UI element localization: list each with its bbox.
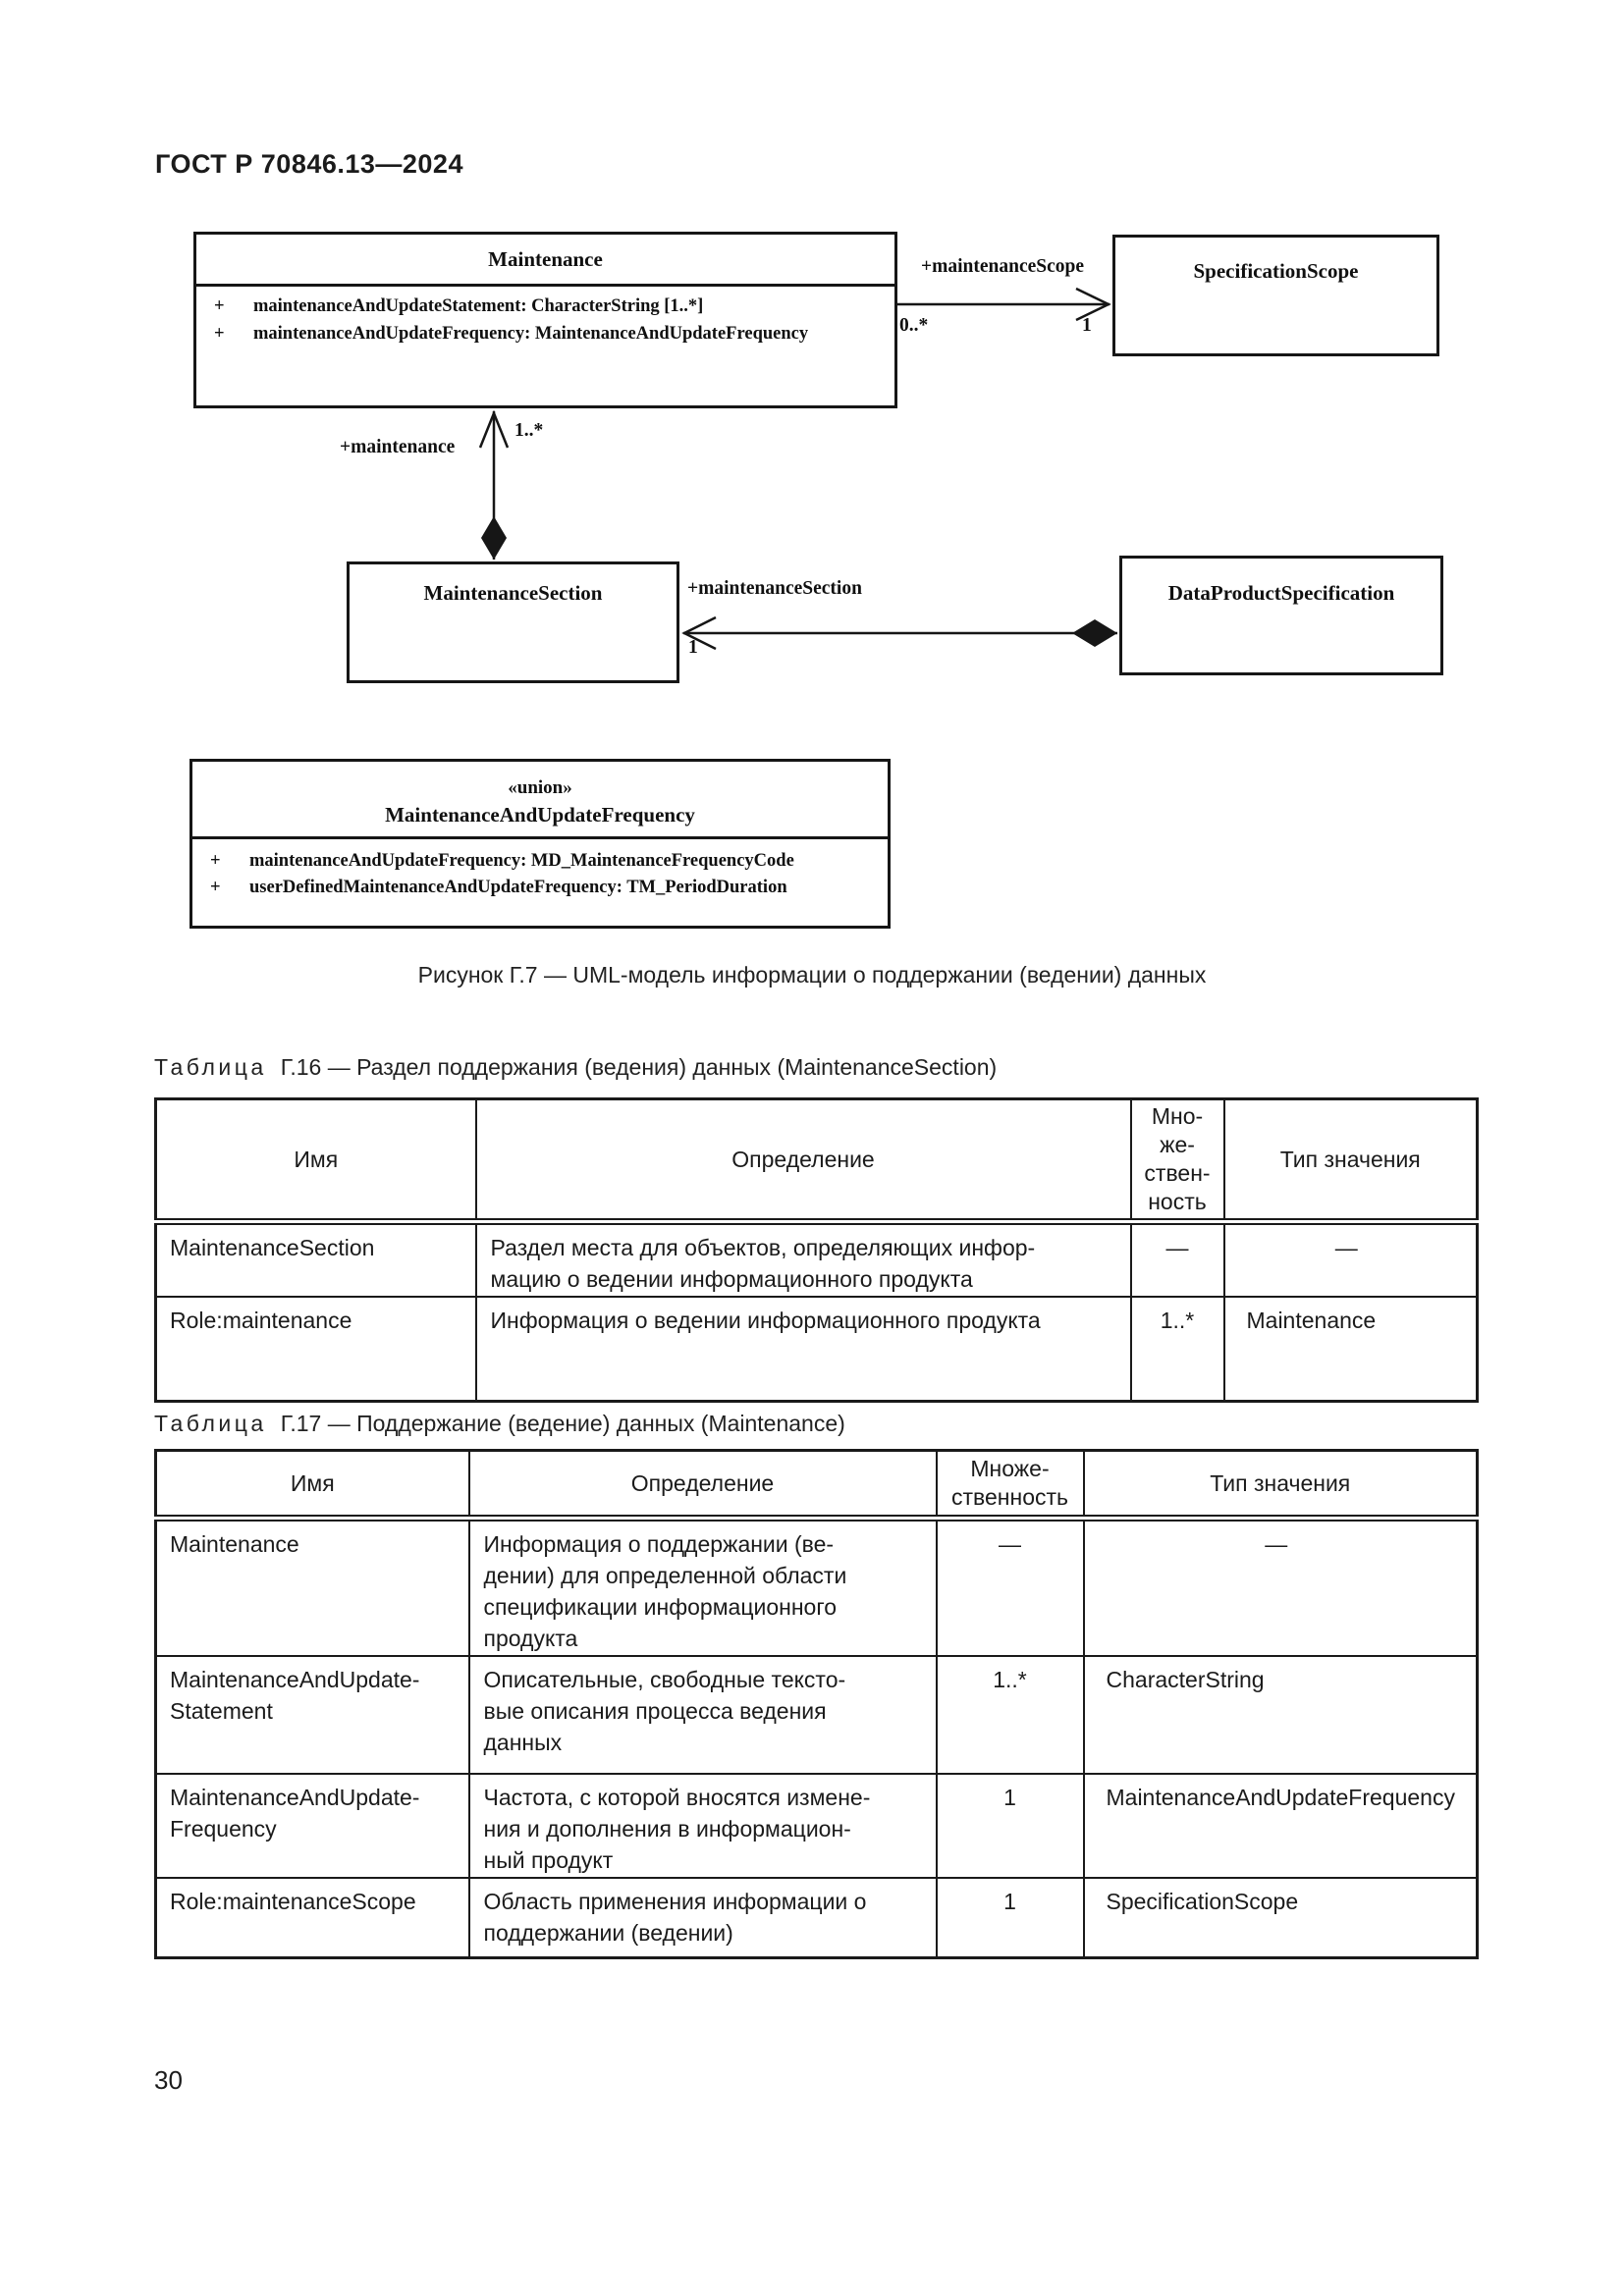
cell-definition: Частота, с которой вносятся измене- ния … [467,1773,938,1879]
multiplicity-label-target: 1 [1082,315,1092,336]
table-caption-text: Г.16 — Раздел поддержания (ведения) данн… [280,1054,998,1080]
class-attributes: + maintenanceAndUpdateStatement: Characte… [196,287,894,347]
uml-class-specification-scope: SpecificationScope [1112,235,1439,356]
visibility-marker: + [210,878,221,897]
table-row: Role:maintenance Информация о ведении ин… [154,1296,1479,1402]
multiplicity-label-maintenance-section: 1 [688,637,698,658]
visibility-marker: + [214,324,225,344]
table-g17: Имя Определение Множе- ственность Тип зн… [154,1449,1479,1959]
uml-class-data-product-specification: DataProductSpecification [1119,556,1443,675]
composition-diamond-data-product [1072,619,1117,647]
class-header: «union» MaintenanceAndUpdateFrequency [192,762,888,839]
role-label-maintenance-scope: +maintenanceScope [921,256,1085,277]
uml-class-maintenance-section: MaintenanceSection [347,561,679,683]
visibility-marker: + [210,851,221,871]
role-label-maintenance-section: +maintenanceSection [687,578,862,599]
cell-multiplicity: 1 [935,1877,1085,1958]
class-attribute: + maintenanceAndUpdateFrequency: MD_Maint… [210,848,882,875]
cell-definition: Область применения информации о поддержа… [467,1877,938,1958]
table-caption-g17: Таблица Г.17 — Поддержание (ведение) данн… [154,1411,845,1437]
cell-type: — [1082,1517,1479,1657]
class-title: DataProductSpecification [1167,581,1395,605]
cell-name: Maintenance [154,1517,470,1657]
page-number: 30 [154,2065,183,2095]
cell-type: MaintenanceAndUpdateFrequency [1082,1773,1479,1879]
attribute-text: userDefinedMaintenanceAndUpdateFrequency… [249,878,787,897]
column-header-definition: Определение [474,1097,1132,1225]
table-caption-text: Г.17 — Поддержание (ведение) данных (Mai… [280,1411,845,1436]
attribute-text: maintenanceAndUpdateFrequency: MD_Mainte… [249,851,794,871]
stereotype-label: «union» [508,777,572,798]
cell-multiplicity: 1..* [935,1655,1085,1775]
column-header-name: Имя [154,1097,477,1225]
table-row: MaintenanceSection Раздел места для объе… [154,1220,1479,1298]
table-g16: Имя Определение Мно- же- ствен- ность Ти… [154,1097,1479,1403]
figure-caption: Рисунок Г.7 — UML-модель информации о по… [417,962,1207,988]
table-caption-word: Таблица [154,1054,267,1080]
cell-definition: Описательные, свободные тексто- вые опис… [467,1655,938,1775]
cell-name: MaintenanceAndUpdate- Statement [154,1655,470,1775]
cell-type: SpecificationScope [1082,1877,1479,1958]
class-attributes: + maintenanceAndUpdateFrequency: MD_Maint… [192,839,888,901]
table-header-row: Имя Определение Множе- ственность Тип зн… [154,1449,1479,1522]
cell-multiplicity: 1..* [1129,1296,1225,1402]
table-caption-g16: Таблица Г.16 — Раздел поддержания (ведени… [154,1054,997,1081]
standard-number: ГОСТ Р 70846.13—2024 [155,149,463,179]
composition-diamond-maintenance-section [481,516,507,560]
cell-name: MaintenanceSection [154,1220,477,1298]
table-row: Maintenance Информация о поддержании (ве… [154,1517,1479,1657]
multiplicity-label-maintenance: 1..* [514,420,544,441]
cell-multiplicity: 1 [935,1773,1085,1879]
class-attribute: + maintenanceAndUpdateStatement: Characte… [214,293,889,320]
class-title: SpecificationScope [1193,259,1359,283]
cell-name: Role:maintenanceScope [154,1877,470,1958]
uml-class-maintenance-and-update-frequency: «union» MaintenanceAndUpdateFrequency + m… [189,759,891,929]
column-header-multiplicity: Множе- ственность [935,1449,1085,1522]
class-title: Maintenance [196,235,894,287]
cell-type: Maintenance [1222,1296,1479,1402]
cell-multiplicity: — [935,1517,1085,1657]
role-label-maintenance: +maintenance [340,437,456,457]
attribute-text: maintenanceAndUpdateStatement: Character… [253,296,704,316]
class-title: MaintenanceSection [423,581,603,605]
column-header-type: Тип значения [1082,1449,1479,1522]
table-row: MaintenanceAndUpdate- Frequency Частота,… [154,1773,1479,1879]
table-row: Role:maintenanceScope Область применения… [154,1877,1479,1958]
cell-name: MaintenanceAndUpdate- Frequency [154,1773,470,1879]
column-header-type: Тип значения [1222,1097,1479,1225]
column-header-name: Имя [154,1449,470,1522]
class-attribute: + maintenanceAndUpdateFrequency: Maintena… [214,320,889,347]
table-header-row: Имя Определение Мно- же- ствен- ность Ти… [154,1097,1479,1225]
open-arrowhead-up [478,409,510,449]
class-attribute: + userDefinedMaintenanceAndUpdateFrequenc… [210,875,882,901]
cell-definition: Раздел места для объектов, определяющих … [474,1220,1132,1298]
cell-type: CharacterString [1082,1655,1479,1775]
cell-definition: Информация о ведении информационного про… [474,1296,1132,1402]
visibility-marker: + [214,296,225,316]
table-caption-word: Таблица [154,1411,267,1436]
column-header-multiplicity: Мно- же- ствен- ность [1129,1097,1225,1225]
cell-type: — [1222,1220,1479,1298]
attribute-text: maintenanceAndUpdateFrequency: Maintenan… [253,324,809,344]
open-arrowhead-left [681,615,717,651]
multiplicity-label-source: 0..* [899,315,929,336]
cell-multiplicity: — [1129,1220,1225,1298]
uml-connectors [478,287,1117,651]
cell-definition: Информация о поддержании (ве- дении) для… [467,1517,938,1657]
cell-name: Role:maintenance [154,1296,477,1402]
class-title: MaintenanceAndUpdateFrequency [385,803,695,827]
table-row: MaintenanceAndUpdate- Statement Описател… [154,1655,1479,1775]
uml-class-maintenance: Maintenance + maintenanceAndUpdateStateme… [193,232,897,408]
column-header-definition: Определение [467,1449,938,1522]
open-arrowhead-right [1075,287,1111,322]
